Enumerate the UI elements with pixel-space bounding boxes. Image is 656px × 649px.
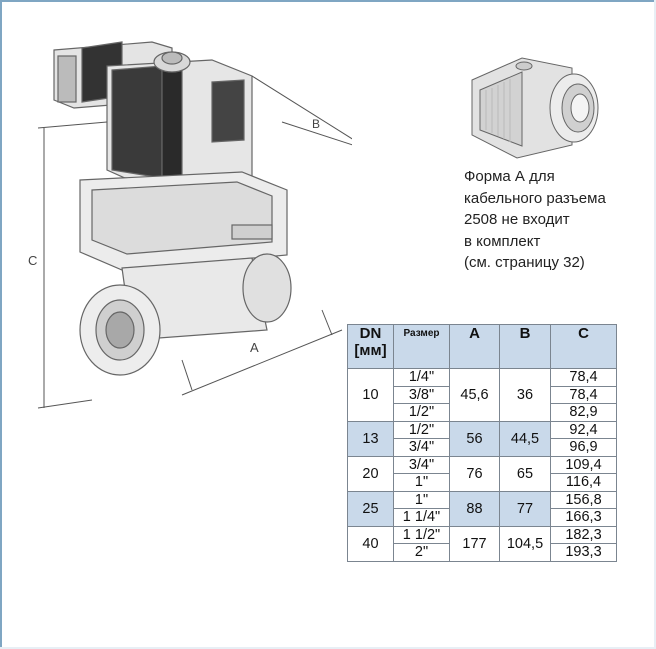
table-row: 40 1 1/2" 177 104,5 182,3: [347, 525, 617, 562]
note-line: Форма А для: [464, 168, 555, 185]
cell-a: 45,6: [449, 368, 500, 422]
table-row: 1/2" 82,9: [348, 403, 617, 422]
header-a: A: [449, 324, 500, 369]
cell-size: 2": [393, 543, 450, 562]
table-row: 13 1/2" 56 44,5 92,4: [347, 420, 617, 457]
table-row: 2" 193,3: [348, 543, 617, 562]
cell-size: 1/4": [393, 368, 450, 387]
cell-c: 156,8: [550, 490, 617, 509]
cell-c: 96,9: [550, 438, 617, 457]
cell-c: 109,4: [550, 455, 617, 474]
cell-c: 166,3: [550, 508, 617, 527]
cell-dn: 25: [347, 490, 394, 527]
table-row: 1" 116,4: [348, 473, 617, 492]
cell-size: 3/8": [393, 385, 450, 404]
cell-size: 1": [393, 473, 450, 492]
cell-a: 88: [449, 490, 500, 527]
dim-a-label: A: [250, 340, 259, 355]
note-line: (см. страницу 32): [464, 254, 585, 271]
dimensions-table: DN [мм] Размер A B C 10 1/4" 45,6 36 78,…: [347, 324, 617, 562]
cell-dn: 13: [347, 420, 394, 457]
cell-c: 116,4: [550, 473, 617, 492]
cell-size: 1/2": [393, 420, 450, 439]
note-line: 2508 не входит: [464, 211, 570, 228]
header-c: C: [550, 324, 617, 369]
table-header-row: DN [мм] Размер A B C: [347, 324, 617, 369]
dim-c-label: C: [28, 253, 37, 268]
cell-a: 76: [449, 455, 500, 492]
cell-size: 3/4": [393, 438, 450, 457]
cell-c: 78,4: [550, 385, 617, 404]
cell-c: 193,3: [550, 543, 617, 562]
cell-size: 3/4": [393, 455, 450, 474]
cell-b: 36: [499, 368, 551, 422]
cell-b: 44,5: [499, 420, 551, 457]
cell-size: 1": [393, 490, 450, 509]
cell-dn: 20: [347, 455, 394, 492]
cell-b: 77: [499, 490, 551, 527]
connector-note: Форма А для кабельного разъема 2508 не в…: [464, 166, 654, 274]
table-row: 20 3/4" 76 65 109,4: [347, 455, 617, 492]
cell-c: 182,3: [550, 525, 617, 544]
cell-size: 1 1/4": [393, 508, 450, 527]
valve-drawing: C B A: [28, 41, 352, 409]
cell-c: 92,4: [550, 420, 617, 439]
cell-b: 104,5: [499, 525, 551, 562]
note-line: в комплект: [464, 232, 541, 250]
dim-b-label: B: [312, 117, 320, 131]
table-row: 25 1" 88 77 156,8: [347, 490, 617, 527]
cell-b: 65: [499, 455, 551, 492]
cell-a: 177: [449, 525, 500, 562]
table-row: 10 1/4" 45,6 36 78,4: [347, 368, 617, 422]
cell-a: 56: [449, 420, 500, 457]
cell-size: 1/2": [393, 403, 450, 422]
note-line: кабельного разъема: [464, 189, 606, 207]
cell-c: 78,4: [550, 368, 617, 387]
header-size: Размер: [393, 324, 450, 369]
header-dn: DN [мм]: [347, 324, 394, 369]
cable-connector-image: [471, 57, 599, 159]
cell-dn: 10: [347, 368, 394, 422]
cell-dn: 40: [347, 525, 394, 562]
cell-c: 82,9: [550, 403, 617, 422]
cell-size: 1 1/2": [393, 525, 450, 544]
table-row: 3/4" 96,9: [348, 438, 617, 457]
header-b: B: [499, 324, 551, 369]
